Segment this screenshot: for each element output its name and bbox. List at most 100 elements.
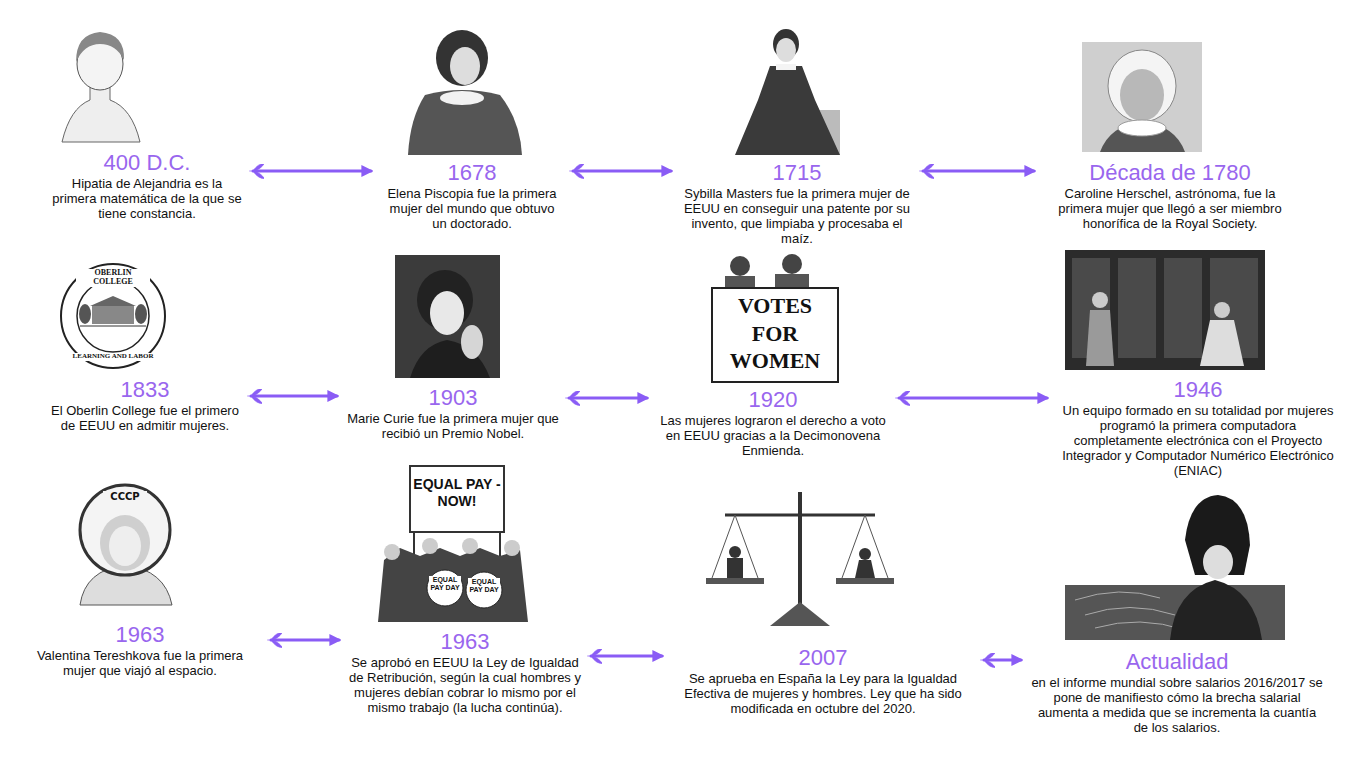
portrait-ground bbox=[1082, 42, 1202, 152]
picture-caption-text: EQUAL PAY - NOW! bbox=[413, 476, 501, 510]
timeline-entry: 1963Se aprobó en EEUU la Ley de Igualdad… bbox=[345, 627, 585, 719]
picture-caption-text: EQUAL PAY DAY bbox=[429, 576, 461, 591]
timeline-entry: 2007Se aprueba en España la Ley para la … bbox=[668, 643, 978, 720]
timeline-arrow bbox=[271, 639, 339, 642]
timeline-description: en el informe mundial sobre salarios 201… bbox=[1031, 675, 1323, 735]
man-head bbox=[729, 546, 741, 558]
crowd bbox=[378, 548, 528, 622]
timeline-arrow bbox=[251, 395, 337, 398]
placard bbox=[427, 570, 463, 606]
woman-body bbox=[855, 560, 875, 578]
timeline-entry: 1678Elena Piscopia fue la primera mujer … bbox=[377, 158, 567, 235]
eniac-panels bbox=[1065, 250, 1265, 370]
visor bbox=[100, 515, 150, 571]
timeline-date: 2007 bbox=[672, 645, 974, 671]
timeline-arrow bbox=[923, 170, 1034, 173]
timeline-arrow bbox=[984, 659, 1021, 662]
welder-photo bbox=[1065, 495, 1285, 640]
timeline-description: Elena Piscopia fue la primera mujer del … bbox=[381, 186, 563, 231]
hair bbox=[436, 30, 488, 86]
timeline-date: 1833 bbox=[49, 377, 241, 403]
timeline-date: Década de 1780 bbox=[1044, 160, 1296, 186]
face bbox=[1120, 69, 1164, 121]
head bbox=[462, 538, 478, 554]
sign bbox=[712, 288, 838, 382]
masters-portrait bbox=[735, 29, 840, 155]
timeline-date: 1903 bbox=[347, 385, 559, 411]
timeline-description: Un equipo formado en su totalidad por mu… bbox=[1057, 403, 1339, 478]
timeline-date: 400 D.C. bbox=[51, 150, 243, 176]
herschel-portrait bbox=[1082, 42, 1202, 152]
scale-drawing bbox=[706, 492, 894, 626]
timeline-description: Marie Curie fue la primera mujer que rec… bbox=[347, 411, 559, 441]
dress bbox=[735, 66, 840, 155]
tereshkova-portrait bbox=[80, 485, 172, 605]
head bbox=[504, 540, 520, 556]
picture-caption-text: СССР bbox=[103, 491, 147, 502]
curie-portrait bbox=[395, 255, 500, 378]
oberlin-seal bbox=[61, 264, 165, 368]
timeline-arrow bbox=[569, 397, 647, 400]
helmet bbox=[80, 485, 170, 575]
pan bbox=[706, 578, 764, 584]
head bbox=[422, 538, 438, 554]
timeline-arrow bbox=[899, 397, 1047, 400]
programmer bbox=[1200, 320, 1244, 366]
wires bbox=[1075, 592, 1185, 630]
hand bbox=[461, 325, 483, 359]
timeline-date: 1678 bbox=[381, 160, 563, 186]
timeline-date: Actualidad bbox=[1031, 649, 1323, 675]
timeline-arrow bbox=[591, 655, 662, 658]
timeline-entry: 400 D.C.Hipatia de Alejandria es la prim… bbox=[47, 148, 247, 225]
timeline-entry: 1920Las mujeres lograron el derecho a vo… bbox=[653, 385, 893, 462]
timeline-entry: Década de 1780Caroline Herschel, astróno… bbox=[1040, 158, 1300, 235]
timeline-description: El Oberlin College fue el primero de EEU… bbox=[49, 403, 241, 433]
seal-inner bbox=[77, 280, 149, 352]
face bbox=[430, 291, 464, 335]
equal-pay-photo bbox=[378, 466, 528, 622]
timeline-date: 1963 bbox=[19, 622, 261, 648]
timeline-entry: 1715Sybilla Masters fue la primera mujer… bbox=[677, 158, 917, 250]
timeline-entry: 1963Valentina Tereshkova fue la primera … bbox=[15, 620, 265, 682]
timeline-arrow bbox=[573, 170, 671, 173]
panel bbox=[1118, 258, 1156, 358]
face bbox=[450, 47, 480, 85]
dress bbox=[408, 90, 522, 155]
picture-caption-text: LEARNING AND LABOR bbox=[70, 353, 156, 361]
seal-ground bbox=[80, 326, 146, 327]
portrait-ground bbox=[395, 255, 500, 378]
timeline-date: 1715 bbox=[681, 160, 913, 186]
seal-tree bbox=[79, 304, 91, 324]
head bbox=[1092, 292, 1108, 308]
seal-building bbox=[92, 306, 134, 324]
timeline-entry: 1946Un equipo formado en su totalidad po… bbox=[1053, 375, 1343, 482]
scale-beam bbox=[725, 514, 875, 517]
pan bbox=[836, 578, 894, 584]
timeline-description: Valentina Tereshkova fue la primera muje… bbox=[19, 648, 261, 678]
timeline-description: Las mujeres lograron el derecho a voto e… bbox=[657, 413, 889, 458]
programmer bbox=[1086, 310, 1114, 366]
suffrage-photo bbox=[712, 254, 838, 382]
face bbox=[1203, 545, 1233, 579]
eniac-photo bbox=[1065, 250, 1265, 370]
seal-tree bbox=[135, 304, 147, 324]
piscopia-portrait bbox=[408, 30, 522, 155]
head bbox=[782, 254, 802, 274]
bust-shoulders bbox=[62, 86, 140, 142]
scale-pole bbox=[798, 492, 802, 620]
timeline-description: Hipatia de Alejandria es la primera mate… bbox=[51, 176, 243, 221]
collar bbox=[776, 64, 796, 70]
scale-base bbox=[770, 602, 830, 626]
seal-outer bbox=[61, 264, 165, 368]
picture-caption-text: OBERLIN COLLEGE bbox=[76, 269, 150, 287]
ruff bbox=[1118, 120, 1166, 136]
timeline-arrow bbox=[253, 170, 371, 173]
timeline-date: 1963 bbox=[349, 629, 581, 655]
seal-roof bbox=[90, 296, 136, 306]
man-body bbox=[727, 558, 743, 578]
timeline-description: Se aprobó en EEUU la Ley de Igualdad de … bbox=[349, 655, 581, 715]
banner bbox=[410, 466, 504, 532]
